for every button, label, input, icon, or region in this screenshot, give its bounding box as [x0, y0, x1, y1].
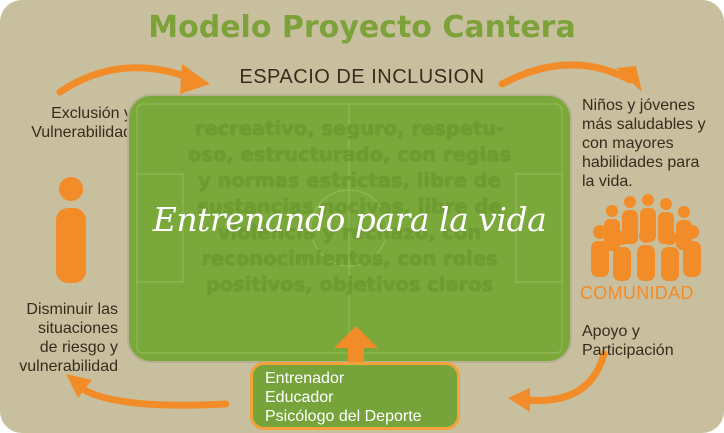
reduce-risk-line: de riesgo y [39, 339, 118, 356]
exclusion-line: Exclusión y [51, 105, 132, 122]
reduce-risk-line: Disminuir las [26, 301, 118, 318]
curved-arrow-icon [56, 64, 194, 96]
outcome-line: Niños y jóvenes [582, 97, 695, 114]
field-header: ESPACIO DE INCLUSION [239, 66, 485, 88]
field-lines [136, 103, 563, 354]
field-description-line: violencia y rechazo, con [217, 221, 482, 244]
curved-arrow-icon [524, 350, 608, 404]
outcome-line: con mayores [582, 135, 674, 152]
curved-arrow-icon [74, 382, 230, 409]
field-description-line: oso, estructurado, con reglas [187, 143, 512, 166]
diagram-title: Modelo Proyecto Cantera [148, 10, 576, 45]
outcome-line: habilidades para [582, 154, 700, 171]
exclusion-line: Vulnerabilidad [31, 124, 132, 141]
motto-text: Entrenando para la vida [152, 200, 547, 239]
community-label: COMUNIDAD [580, 283, 694, 303]
field-description-line: recreativo, seguro, respetu- [194, 117, 505, 140]
field-description-line: sustancias nocivas, libre de [197, 195, 502, 218]
field-description-line: y normas estrictas, libre de [198, 169, 501, 192]
support-line: Participación [582, 342, 674, 359]
curved-arrow-icon [498, 61, 634, 88]
staff-box: Entrenador Educador Psicólogo del Deport… [250, 362, 460, 430]
support-label: Apoyo y Participación [582, 322, 717, 360]
outcome-label: Niños y jóvenes más saludables y con may… [582, 96, 717, 191]
field-description-line: positivos, objetivos claros [205, 273, 494, 296]
soccer-field: recreativo, seguro, respetu- oso, estruc… [129, 96, 570, 361]
arrowhead-icon [616, 66, 642, 92]
outcome-line: la vida. [582, 173, 633, 190]
staff-coach: Entrenador [265, 370, 345, 387]
staff-psychologist: Psicólogo del Deporte [265, 408, 422, 425]
arrowhead-icon [180, 64, 210, 94]
reduce-risk-line: situaciones [37, 320, 118, 337]
reduce-risk-label: Disminuir las situaciones de riesgo y vu… [14, 300, 118, 376]
field-description-line: reconocimientos, con roles [201, 247, 498, 270]
support-line: Apoyo y [582, 323, 640, 340]
outcome-line: más saludables y [582, 116, 706, 133]
exclusion-label: Exclusión y Vulnerabilidad [14, 104, 132, 142]
arrowhead-icon [508, 388, 530, 412]
field-description: recreativo, seguro, respetu- oso, estruc… [169, 116, 530, 298]
staff-educator: Educador [265, 389, 334, 406]
arrowhead-icon [66, 374, 92, 398]
reduce-risk-line: vulnerabilidad [19, 358, 118, 375]
